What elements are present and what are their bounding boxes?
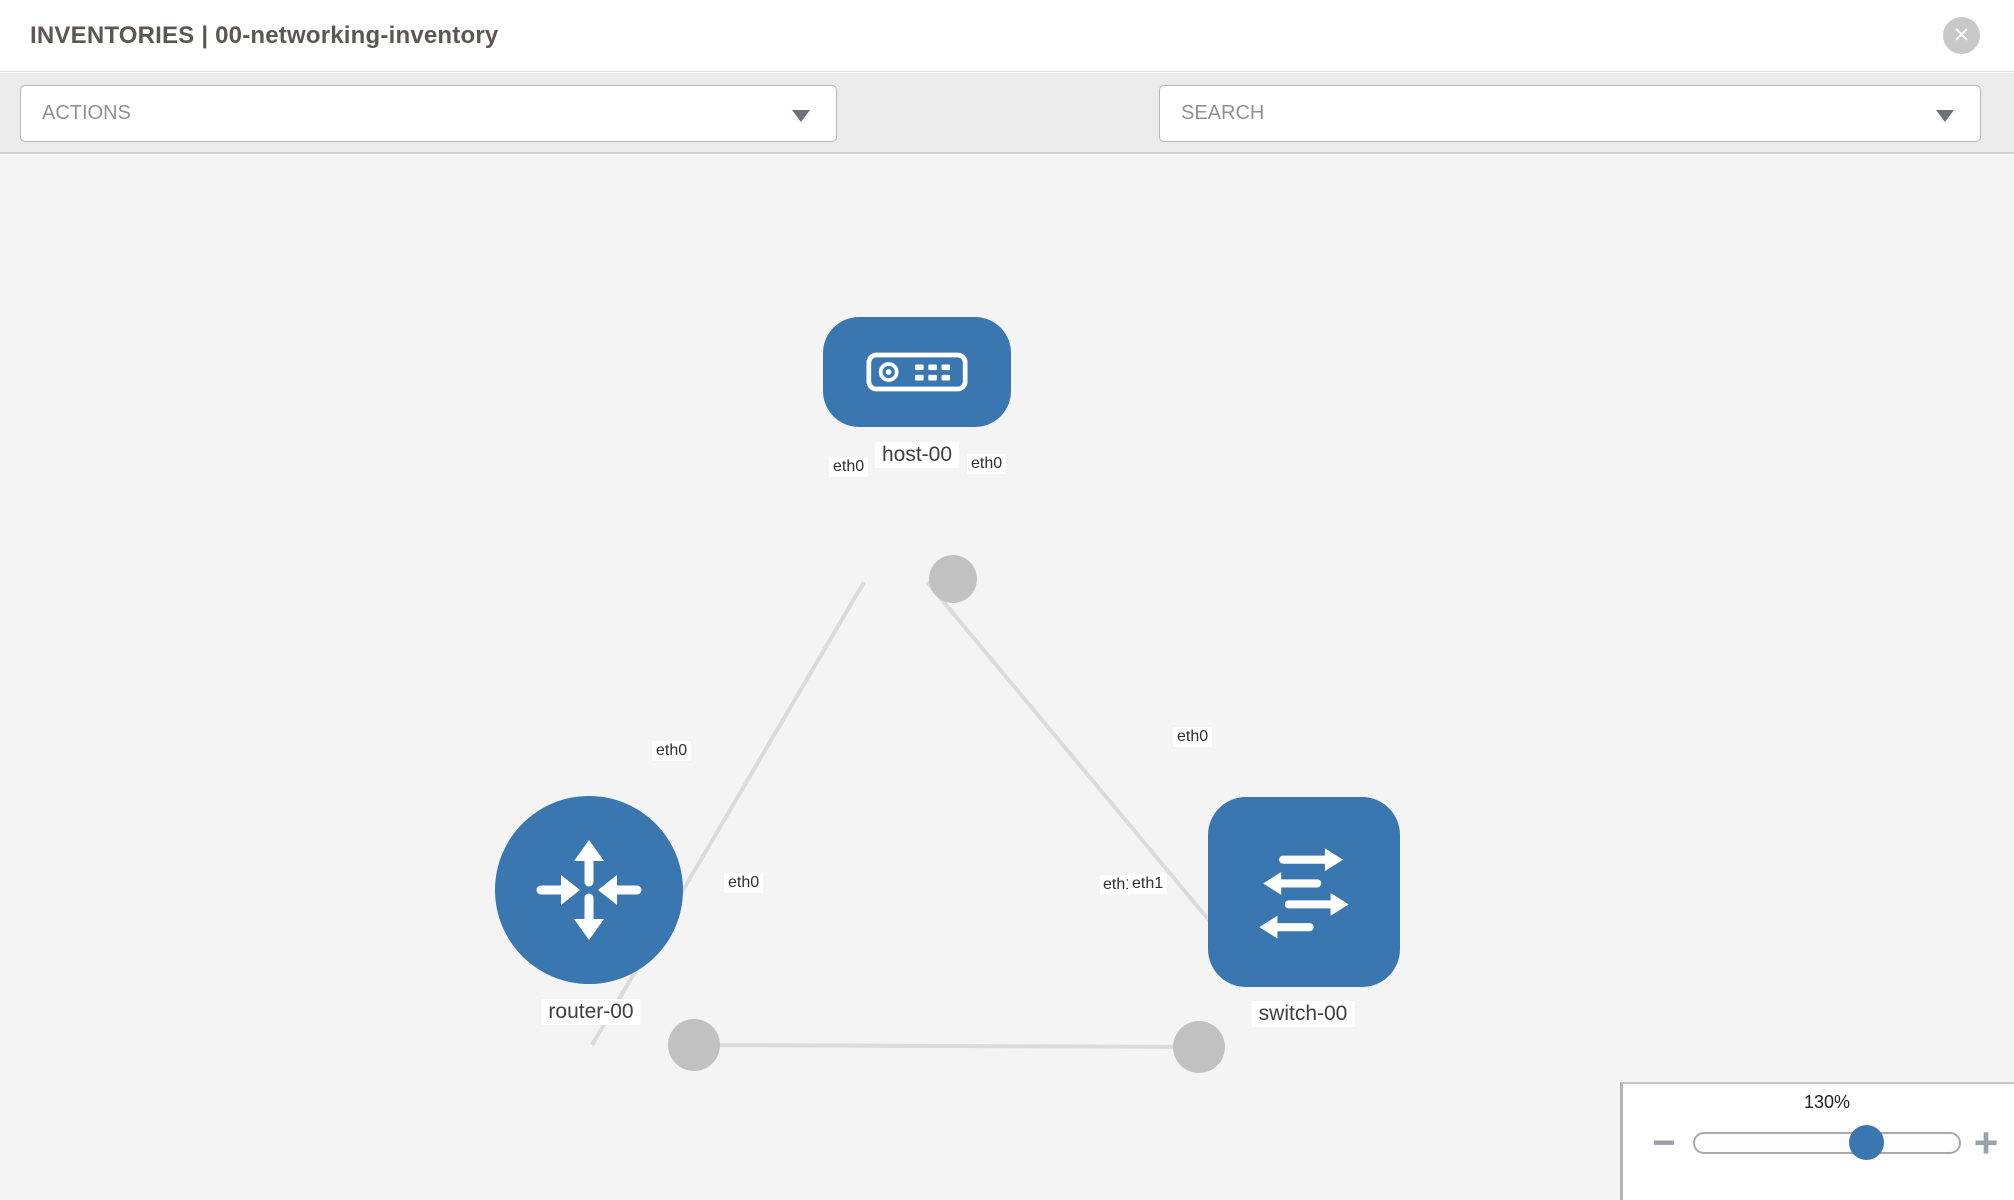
interface-label: eth0 (724, 873, 764, 893)
router-icon (536, 840, 642, 940)
node-switch-00[interactable] (1208, 797, 1400, 987)
node-label-router: router-00 (541, 999, 641, 1025)
topology-canvas[interactable] (0, 155, 2014, 1200)
search-dropdown-label: SEARCH (1181, 102, 1265, 124)
interface-label: eth0 (1173, 727, 1213, 747)
minus-icon: − (1652, 1121, 1676, 1165)
interface-label: eth1 (1128, 874, 1168, 894)
link-host-switch (925, 580, 1235, 951)
interface-label: eth0 (829, 457, 869, 477)
node-host-00[interactable] (823, 317, 1011, 427)
interface-label: eth0 (967, 454, 1007, 474)
header: INVENTORIES | 00-networking-inventory ✕ (0, 0, 2014, 72)
interface-label: eth0 (652, 741, 692, 761)
switch-icon (1259, 848, 1349, 939)
close-button[interactable]: ✕ (1943, 17, 1980, 54)
edges-layer (590, 555, 1258, 1073)
zoom-in-button[interactable]: + (1967, 1119, 2005, 1166)
node-router-00[interactable] (495, 796, 683, 984)
host-icon (866, 352, 968, 392)
toolbar: ACTIONS SEARCH (0, 73, 2014, 200)
zoom-slider-thumb[interactable] (1849, 1125, 1884, 1160)
port-host-bottom (929, 555, 977, 603)
link-router-switch (693, 1043, 1200, 1049)
search-dropdown[interactable]: SEARCH (1159, 85, 1981, 142)
actions-dropdown-label: ACTIONS (42, 102, 131, 124)
zoom-slider-track[interactable] (1693, 1132, 1961, 1154)
chevron-down-icon (1936, 110, 1954, 122)
interface-label: eth1 (1100, 875, 1130, 895)
page-title: INVENTORIES | 00-networking-inventory (30, 22, 499, 49)
zoom-panel: 130% − + (1620, 1082, 2014, 1200)
plus-icon: + (1973, 1119, 1999, 1166)
port-switch-left (1173, 1021, 1225, 1073)
zoom-out-button[interactable]: − (1645, 1121, 1683, 1165)
zoom-level-value: 130% (1803, 1092, 1851, 1112)
node-label-host: host-00 (874, 442, 960, 468)
node-label-switch: switch-00 (1251, 1001, 1355, 1027)
port-router-right (668, 1019, 720, 1071)
actions-dropdown[interactable]: ACTIONS (20, 85, 837, 142)
close-icon: ✕ (1952, 24, 1971, 47)
chevron-down-icon (792, 110, 810, 122)
